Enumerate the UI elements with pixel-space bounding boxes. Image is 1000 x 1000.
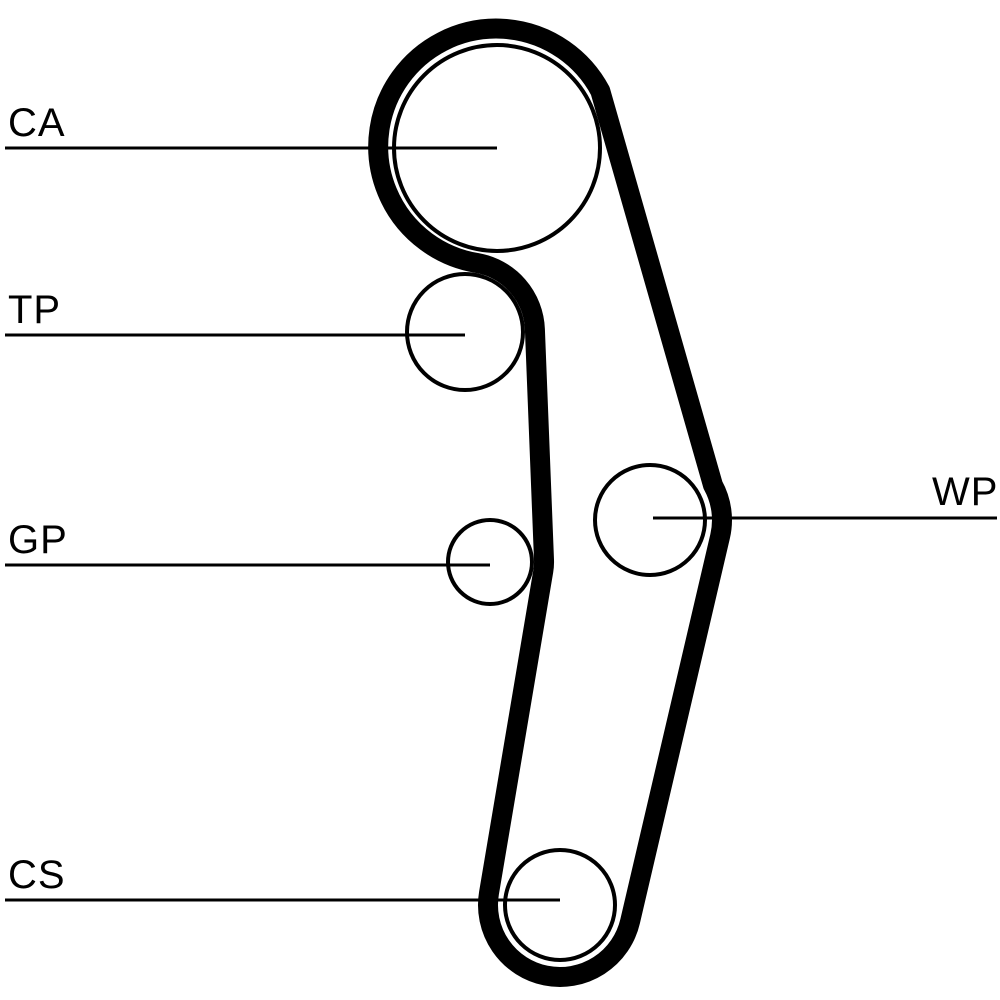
label-wp: WP — [932, 470, 998, 514]
label-cs: CS — [8, 853, 66, 897]
pulley-wp — [593, 463, 707, 577]
pulley-cs — [503, 848, 617, 962]
label-ca: CA — [8, 101, 66, 145]
pulley-gp — [446, 518, 534, 606]
label-tp: TP — [8, 288, 61, 332]
timing-belt — [368, 18, 732, 987]
label-gp: GP — [8, 518, 68, 562]
pulley-tp — [405, 272, 525, 392]
